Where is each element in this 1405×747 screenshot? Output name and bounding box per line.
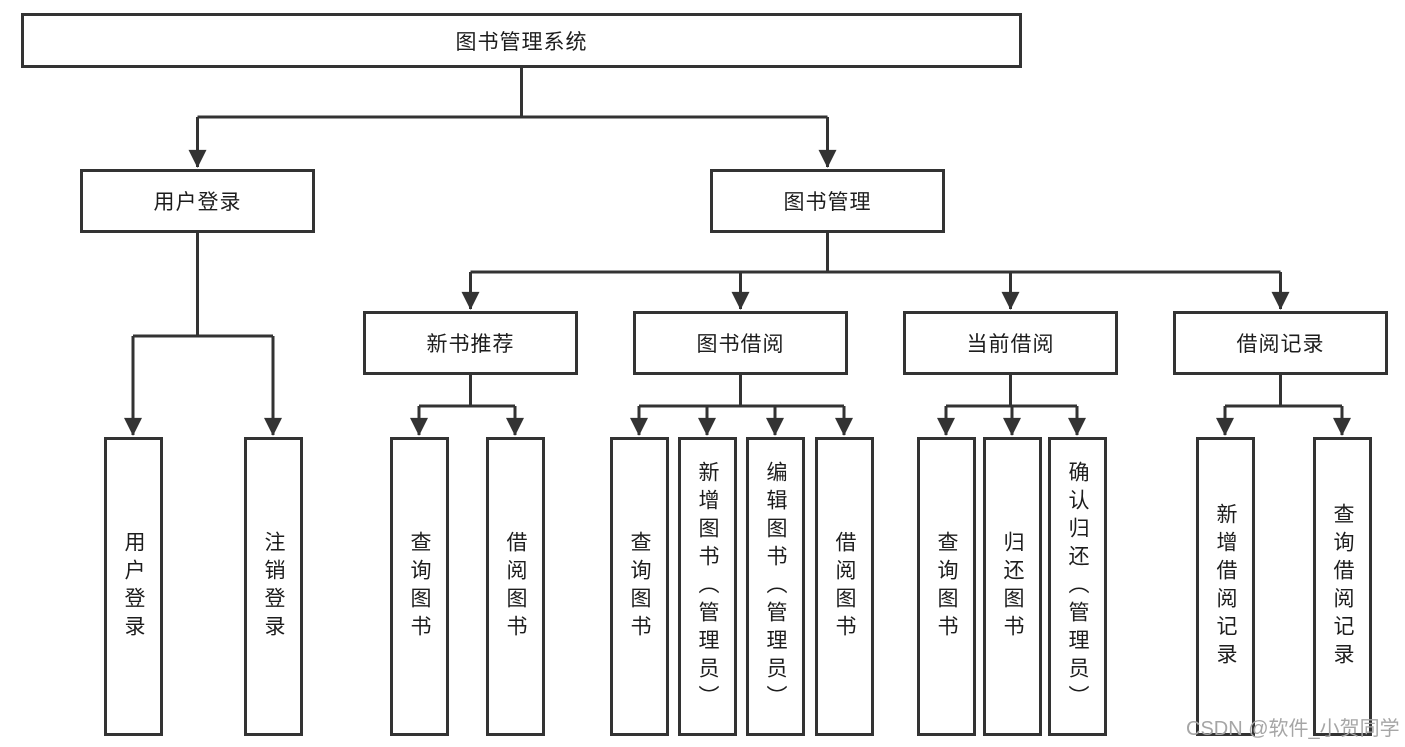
node-borrow-records-label: 借阅记录: [1236, 333, 1325, 356]
csdn-watermark: CSDN @软件_小贺同学: [1186, 718, 1400, 740]
leaf-current-query-books-label: 查询图书: [935, 530, 958, 643]
leaf-confirm-return-admin-label: 确认归还（管理员）: [1066, 460, 1089, 713]
node-borrow-records: 借阅记录: [1173, 311, 1388, 375]
leaf-add-borrow-record: 新增借阅记录: [1196, 437, 1255, 736]
leaf-confirm-return-admin: 确认归还（管理员）: [1048, 437, 1107, 736]
node-root-system: 图书管理系统: [21, 13, 1022, 68]
leaf-query-borrow-record-label: 查询借阅记录: [1331, 502, 1354, 671]
node-book-management-label: 图书管理: [783, 191, 872, 214]
leaf-borrow-query-books-label: 查询图书: [628, 530, 651, 643]
leaf-add-books-admin: 新增图书（管理员）: [678, 437, 737, 736]
leaf-recommend-borrow-books-label: 借阅图书: [504, 530, 527, 643]
node-book-borrow: 图书借阅: [633, 311, 848, 375]
leaf-borrow-books-label: 借阅图书: [833, 530, 856, 643]
node-book-borrow-label: 图书借阅: [696, 333, 785, 356]
leaf-recommend-query-books: 查询图书: [390, 437, 449, 736]
leaf-current-query-books: 查询图书: [917, 437, 976, 736]
leaf-user-login: 用户登录: [104, 437, 163, 736]
leaf-return-books-label: 归还图书: [1001, 530, 1024, 643]
leaf-user-login-label: 用户登录: [122, 530, 145, 643]
leaf-borrow-query-books: 查询图书: [610, 437, 669, 736]
leaf-add-books-admin-label: 新增图书（管理员）: [696, 460, 719, 713]
node-new-book-recommend-label: 新书推荐: [426, 333, 515, 356]
node-current-borrow: 当前借阅: [903, 311, 1118, 375]
leaf-edit-books-admin-label: 编辑图书（管理员）: [764, 460, 787, 713]
leaf-logout-label: 注销登录: [262, 530, 285, 643]
leaf-logout: 注销登录: [244, 437, 303, 736]
leaf-recommend-query-books-label: 查询图书: [408, 530, 431, 643]
leaf-return-books: 归还图书: [983, 437, 1042, 736]
node-user-login-branch: 用户登录: [80, 169, 315, 233]
node-user-login-branch-label: 用户登录: [153, 191, 242, 214]
node-new-book-recommend: 新书推荐: [363, 311, 578, 375]
leaf-edit-books-admin: 编辑图书（管理员）: [746, 437, 805, 736]
node-root-label: 图书管理系统: [455, 30, 588, 54]
node-current-borrow-label: 当前借阅: [966, 333, 1055, 356]
leaf-borrow-books: 借阅图书: [815, 437, 874, 736]
leaf-recommend-borrow-books: 借阅图书: [486, 437, 545, 736]
leaf-add-borrow-record-label: 新增借阅记录: [1214, 502, 1237, 671]
node-book-management: 图书管理: [710, 169, 945, 233]
leaf-query-borrow-record: 查询借阅记录: [1313, 437, 1372, 736]
